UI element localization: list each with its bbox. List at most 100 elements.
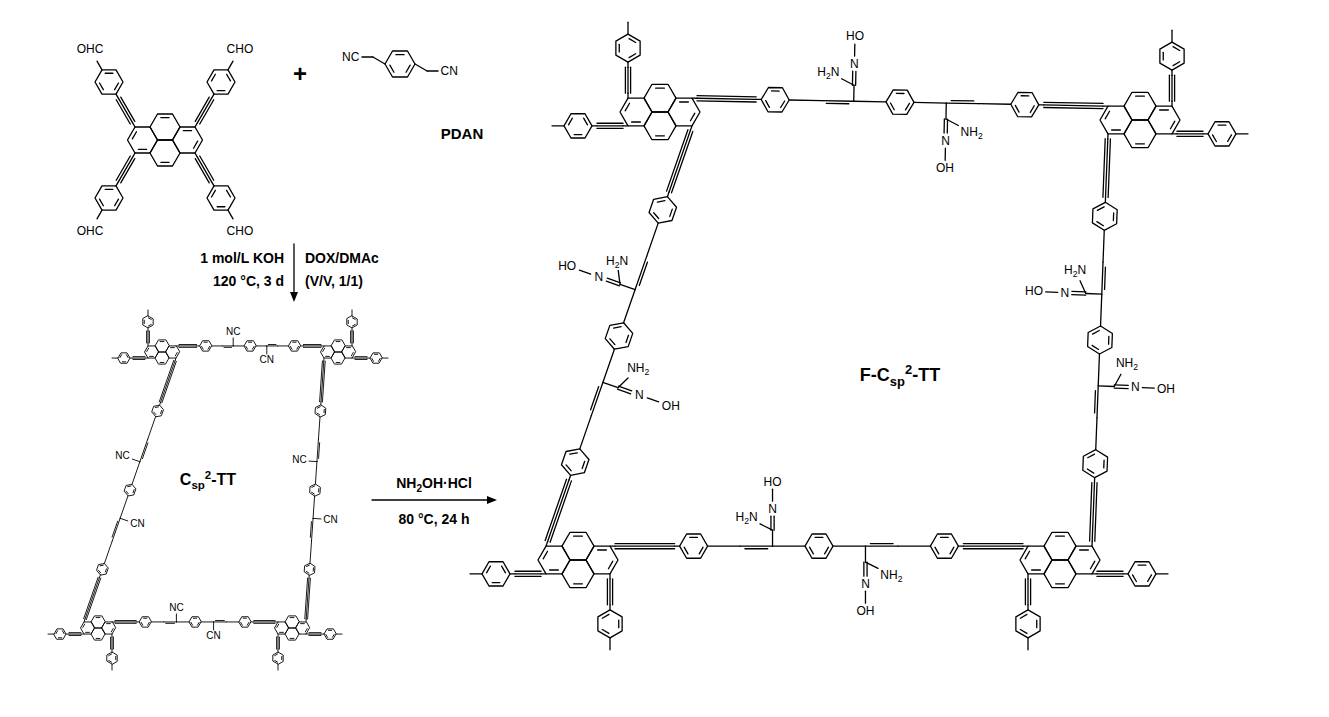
bond <box>301 623 305 624</box>
bond <box>126 355 128 358</box>
bond <box>635 256 647 289</box>
bond <box>303 347 321 348</box>
bond <box>310 541 312 563</box>
bond <box>690 537 698 538</box>
bond <box>198 157 212 181</box>
bond <box>86 578 100 619</box>
bond <box>963 548 1023 549</box>
bond <box>1108 139 1110 197</box>
text-run: HO <box>558 259 576 273</box>
bond <box>584 118 588 125</box>
bond <box>227 74 231 81</box>
text-run: NC <box>169 602 183 613</box>
bond <box>133 123 136 127</box>
bond <box>133 490 134 493</box>
bond <box>541 573 546 574</box>
aromatic-ring <box>1124 92 1156 120</box>
bond <box>896 93 904 94</box>
chem-group: H2N <box>1063 264 1087 276</box>
aromatic-ring <box>586 546 618 574</box>
text-run: NC <box>292 454 306 465</box>
bond <box>943 119 945 133</box>
aromatic-ring <box>564 114 592 138</box>
bond <box>1114 387 1128 389</box>
bond <box>1123 573 1128 574</box>
bond <box>116 156 130 180</box>
bond <box>1080 281 1086 294</box>
chem-group: CHO <box>226 43 255 55</box>
bond <box>336 634 342 635</box>
text-run: CN <box>130 518 144 529</box>
bond <box>141 622 143 625</box>
bond <box>120 496 128 519</box>
bond <box>350 331 351 343</box>
bond <box>591 382 603 415</box>
bond <box>162 361 176 402</box>
bond <box>1228 135 1232 142</box>
aromatic-ring <box>54 629 66 639</box>
text-run: CN <box>260 354 274 365</box>
bond <box>708 545 740 546</box>
subscript: 2 <box>744 517 749 527</box>
aromatic-ring <box>1208 122 1236 146</box>
aromatic-ring <box>321 346 335 358</box>
aromatic-ring <box>1044 560 1076 588</box>
bond <box>133 358 145 359</box>
bond <box>1044 105 1103 106</box>
bond <box>352 331 353 343</box>
bond <box>353 331 354 343</box>
text-run: CHO <box>227 42 254 56</box>
bond <box>1236 133 1248 134</box>
bond <box>1030 579 1031 605</box>
superscript: 2 <box>905 362 912 377</box>
bond <box>609 605 610 610</box>
bond <box>96 617 100 618</box>
bond <box>347 347 351 348</box>
bond <box>941 537 949 538</box>
bond <box>116 182 119 186</box>
bond <box>1046 291 1058 293</box>
text-run: N <box>1077 263 1086 277</box>
bond <box>200 100 214 124</box>
bond <box>138 149 146 150</box>
bond <box>515 571 541 572</box>
bond <box>164 621 177 622</box>
bond <box>566 465 571 471</box>
aromatic-ring <box>562 560 594 588</box>
bond <box>191 622 193 625</box>
bond <box>208 346 210 349</box>
bond <box>1102 262 1103 294</box>
reaction-arrow <box>293 244 294 294</box>
bond <box>119 157 133 181</box>
bond <box>315 462 317 484</box>
chem-group: N <box>634 389 645 401</box>
text-run: CHO <box>227 224 254 238</box>
aromatic-ring <box>244 341 256 351</box>
bond <box>1113 213 1115 221</box>
bond <box>202 346 204 349</box>
bond <box>627 22 628 34</box>
bond <box>322 361 325 402</box>
text-run: 1 mol/L KOH <box>200 250 284 266</box>
bond <box>947 119 949 133</box>
bond <box>277 624 279 627</box>
bond <box>1101 294 1102 326</box>
bond <box>155 406 158 408</box>
bond <box>121 159 135 183</box>
bond <box>276 637 277 649</box>
bond <box>579 270 590 274</box>
bond <box>607 579 608 605</box>
bond <box>1088 454 1095 458</box>
bond <box>215 620 224 621</box>
aromatic-ring <box>1092 202 1117 230</box>
bond <box>1103 230 1104 262</box>
bond <box>193 618 196 619</box>
bond <box>224 347 232 348</box>
bond <box>148 318 151 320</box>
bond <box>254 620 275 621</box>
bond <box>348 320 349 323</box>
bond <box>905 103 909 110</box>
text-run: HO <box>1025 284 1043 298</box>
bond <box>619 44 620 52</box>
bond <box>69 635 81 636</box>
